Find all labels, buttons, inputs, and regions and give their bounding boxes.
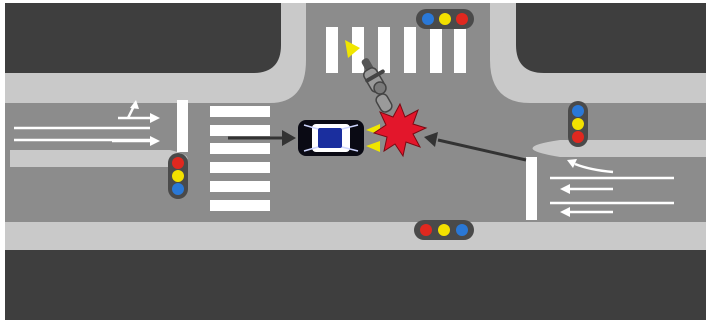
crosswalk-north [326, 27, 466, 73]
signal-light-red [572, 131, 584, 143]
signal-light-red [456, 13, 468, 25]
trajectory-line [437, 138, 527, 162]
signal-light-blue [572, 105, 584, 117]
traffic-signal-south [414, 220, 474, 240]
traffic-signal-west [168, 153, 188, 199]
car-top-view-icon [298, 120, 380, 156]
signal-light-blue [456, 224, 468, 236]
traffic-signal-north [416, 9, 474, 29]
car-glass-line [341, 124, 359, 130]
traffic-signal-east [568, 101, 588, 147]
motorcycle-headlight-beam [345, 40, 360, 58]
arrowhead [567, 159, 577, 168]
car-glass-line [341, 146, 359, 152]
crosswalk-stripe [210, 181, 270, 192]
arrowhead [560, 184, 570, 194]
collision-burst-icon [372, 102, 428, 158]
arrowhead [130, 100, 139, 109]
signal-light-red [420, 224, 432, 236]
arrowhead [560, 207, 570, 217]
signal-light-blue [172, 183, 184, 195]
crosswalk-stripe [210, 143, 270, 154]
motorcycle-top-view-icon [345, 40, 393, 113]
arrowhead [282, 130, 296, 146]
crosswalk-stripe [326, 27, 338, 73]
arrowhead [424, 132, 438, 147]
crosswalk-stripe [378, 27, 390, 73]
car-headlight-beam [366, 141, 380, 152]
signal-light-yellow [439, 13, 451, 25]
signal-light-yellow [438, 224, 450, 236]
car-trajectory-arrow [228, 130, 296, 146]
median-east [532, 140, 706, 157]
corner-curb-nw [5, 3, 300, 103]
car-glass-line [303, 146, 319, 152]
lane-arrows-west [14, 100, 160, 146]
arrowhead [150, 113, 160, 123]
stop-line-east [526, 157, 537, 220]
median-west [10, 150, 188, 167]
corner-curb-ne [480, 3, 706, 103]
crosswalk-stripe [430, 27, 442, 73]
car-windshield [318, 128, 342, 148]
signal-light-yellow [572, 118, 584, 130]
motorcycle-rear-wheel [375, 93, 393, 113]
crosswalk-stripe [210, 106, 270, 117]
sidewalk-bottom [5, 222, 706, 250]
crosswalk-stripe [404, 27, 416, 73]
car-glass-line [303, 124, 319, 130]
motorcycle-rider [373, 81, 387, 95]
crosswalk-stripe [210, 200, 270, 211]
crosswalk-stripe [210, 125, 270, 136]
stop-line-west [177, 100, 188, 152]
crosswalk-stripe [454, 27, 466, 73]
crosswalk-stripe [210, 162, 270, 173]
lane-arrows-east [550, 159, 674, 217]
turn-arrow [574, 162, 614, 174]
motorcycle-trajectory-arrow [424, 132, 527, 162]
signal-light-red [172, 157, 184, 169]
motorcycle-handlebar [365, 69, 385, 83]
crosswalk-west [210, 106, 270, 211]
arrowhead [150, 136, 160, 146]
crosswalk-stripe [352, 27, 364, 73]
signal-light-blue [422, 13, 434, 25]
signal-light-yellow [172, 170, 184, 182]
